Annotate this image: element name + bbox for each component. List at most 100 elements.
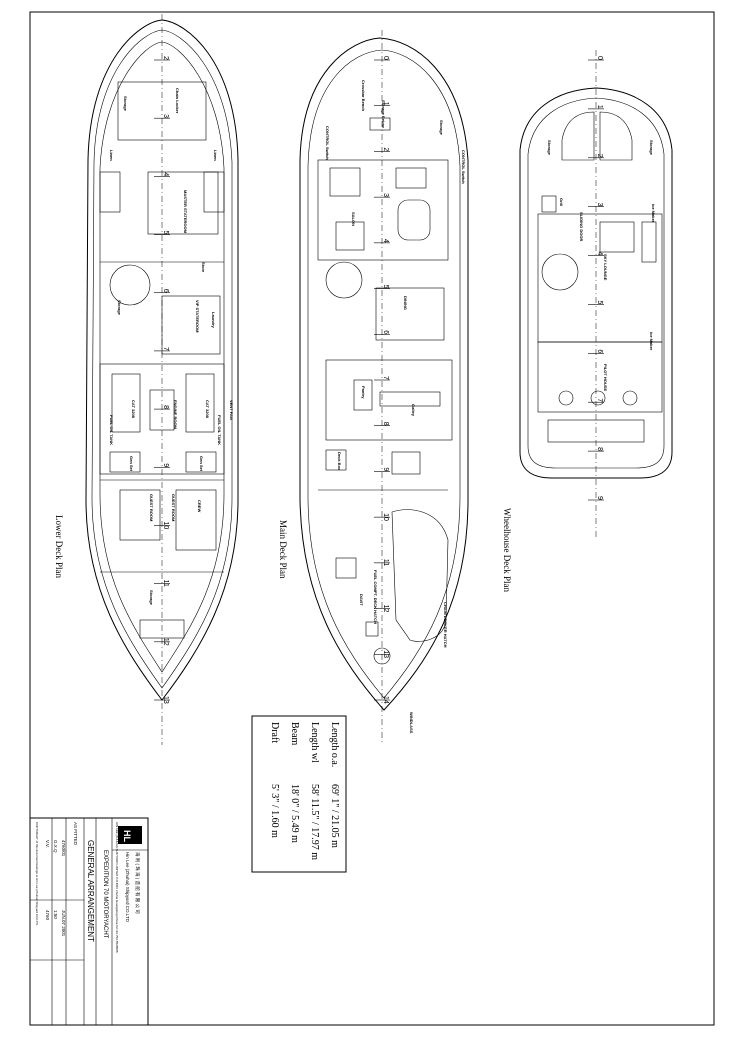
frame-number: 10 xyxy=(382,513,389,521)
room-label: SALON xyxy=(351,212,356,226)
room-label: Storage xyxy=(649,140,654,156)
frame-number: 4 xyxy=(596,252,603,256)
frame-number: 5 xyxy=(596,300,603,304)
room-label: VENT FAN xyxy=(229,400,234,420)
spec-value: 18' 0" / 5.49 m xyxy=(289,784,300,843)
room-label: Crossbar Bench xyxy=(361,80,366,111)
room-label: Grill xyxy=(559,198,564,206)
frame-number: 6 xyxy=(162,289,169,293)
room-label: Storage xyxy=(117,300,122,316)
frame-number: 9 xyxy=(162,463,169,467)
wheelhouse-deck-plan-title: Wheelhouse Deck Plan xyxy=(502,508,512,592)
room-label: Ice Maker xyxy=(651,204,656,223)
room-label: CAT 3208 xyxy=(131,400,136,419)
room-label: Chain Locker xyxy=(175,88,180,114)
spec-label: Draft xyxy=(269,722,280,743)
frame-number: 2 xyxy=(382,147,389,151)
spec-label: Beam xyxy=(289,722,300,746)
checked-by: V.V. xyxy=(45,840,50,848)
room-label: Galley xyxy=(411,404,416,417)
frame-number: 3 xyxy=(596,203,603,207)
spec-label: Length o.a. xyxy=(329,722,340,767)
drawing-border xyxy=(29,11,715,1026)
room-label: ENGINE ROOM xyxy=(173,400,178,430)
room-label: SKY LOUNGE xyxy=(603,254,608,281)
room-label: Pantry xyxy=(361,386,366,399)
frame-number: 8 xyxy=(162,405,169,409)
project-name: EXPEDITION 70 MOTORYACHT xyxy=(102,850,108,939)
frame-number: 0 xyxy=(382,56,389,60)
frame-number: 11 xyxy=(382,559,389,566)
room-label: DAVIT xyxy=(359,594,364,606)
room-label: CHAIN LOCKER HATCH xyxy=(443,602,448,648)
room-label: Laundry xyxy=(211,312,216,329)
frame-number: 5 xyxy=(162,231,169,235)
room-label: Store xyxy=(201,262,206,273)
room-label: Storage xyxy=(149,590,154,606)
room-label: Deck Box xyxy=(337,452,342,471)
main-deck-plan-title: Main Deck Plan xyxy=(278,520,288,579)
frame-number: 8 xyxy=(382,422,389,426)
frame-number: 3 xyxy=(162,114,169,118)
drawing-title: GENERAL ARRANGEMENT xyxy=(86,840,95,942)
frame-number: 2 xyxy=(596,154,603,158)
frame-number: 7 xyxy=(596,398,603,402)
room-label: Gen Set xyxy=(129,456,134,472)
drawn-by: G.X.Q xyxy=(53,840,58,853)
room-label: MASTER STATEROOM xyxy=(183,190,188,234)
frame-number: 11 xyxy=(162,580,169,587)
frame-number: 8 xyxy=(596,447,603,451)
frame-number: 14 xyxy=(382,696,389,704)
scale: 1:50 xyxy=(53,910,58,919)
company-logo xyxy=(118,826,142,844)
room-label: Ice Maker xyxy=(649,332,654,351)
lower-deck-plan xyxy=(85,14,239,745)
lower-deck-plan-title: Lower Deck Plan xyxy=(54,515,64,578)
frame-number: 12 xyxy=(382,605,389,613)
wheelhouse-deck-plan xyxy=(519,50,673,540)
room-label: CAT 3208 xyxy=(205,400,210,419)
spec-value: 5' 3" / 1.60 m xyxy=(269,784,280,838)
frame-number: 4 xyxy=(162,172,169,176)
room-label: FUEL OIL TANK xyxy=(109,415,114,445)
status-label: AS FITTED xyxy=(73,822,78,846)
room-label: GUEST ROOM xyxy=(149,494,154,522)
room-label: Linen xyxy=(109,150,114,161)
drawing-date: JUN.07 2001 xyxy=(61,910,66,937)
room-label: FUEL OIL TANK xyxy=(217,415,222,445)
company-name-cn: 海 利 ( 珠 海 ) 造 船 有 限 公 司 xyxy=(134,852,141,914)
room-label: Storage xyxy=(547,140,552,156)
frame-number: 3 xyxy=(382,193,389,197)
frame-number: 6 xyxy=(596,349,603,353)
sheet-number: 4760 xyxy=(45,910,50,921)
room-label: Storage xyxy=(439,120,444,136)
frame-number: 1 xyxy=(382,102,389,106)
copyright-notice: COPYRIGHT of this document belongs to Hi… xyxy=(35,822,39,926)
frame-number: 9 xyxy=(596,496,603,500)
drawing-number: 4760/01 xyxy=(61,840,66,857)
room-label: FUEL COMPT. DECK HATCH xyxy=(373,570,378,624)
frame-number: 13 xyxy=(162,696,169,704)
company-name: Hin Lee (Zhuhai) Shipyard CO.LTD xyxy=(125,852,130,923)
spec-value: 69' 1" / 21.05 m xyxy=(329,784,340,848)
room-label: GUEST ROOM xyxy=(171,494,176,522)
room-label: SLIDING DOOR xyxy=(579,212,584,241)
title-block xyxy=(29,817,149,1026)
specifications-box xyxy=(251,715,347,873)
company-address: HIN LEE (ZHUHAI) SHIPYARD LIMITED P.O.BO… xyxy=(115,822,119,953)
company-logo-text: HL xyxy=(122,830,132,842)
frame-number: 5 xyxy=(382,285,389,289)
frame-number: 1 xyxy=(596,105,603,109)
room-label: CREW xyxy=(197,500,202,512)
room-label: WINDLASS xyxy=(409,712,414,734)
room-label: Gen Set xyxy=(199,456,204,472)
main-deck-plan xyxy=(299,30,469,745)
